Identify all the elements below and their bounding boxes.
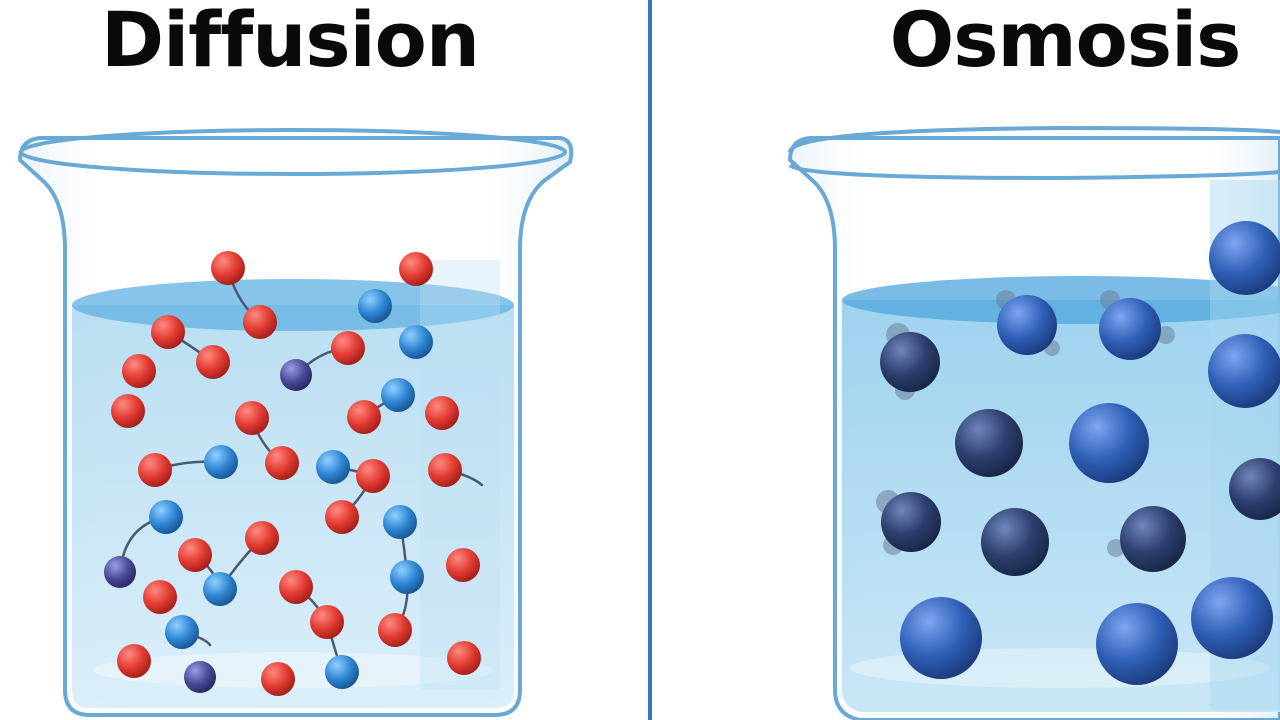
red-particle bbox=[243, 305, 277, 339]
red-particle bbox=[138, 453, 172, 487]
solute-particle bbox=[1120, 506, 1186, 572]
red-particle bbox=[122, 354, 156, 388]
red-particle bbox=[211, 251, 245, 285]
red-particle bbox=[378, 613, 412, 647]
blue-particle bbox=[390, 560, 424, 594]
blue-particle bbox=[165, 615, 199, 649]
diffusion-particles bbox=[104, 251, 481, 696]
red-particle bbox=[151, 315, 185, 349]
solute-particle bbox=[1208, 334, 1280, 408]
beaker-rim bbox=[19, 128, 567, 176]
red-particle bbox=[117, 644, 151, 678]
purple-particle bbox=[104, 556, 136, 588]
diffusion-beaker bbox=[17, 128, 574, 717]
solute-particle bbox=[1229, 458, 1280, 520]
solute-particle bbox=[955, 409, 1023, 477]
osmosis-title: Osmosis bbox=[889, 0, 1242, 84]
red-particle bbox=[399, 252, 433, 286]
solute-particle bbox=[997, 295, 1057, 355]
solute-particle bbox=[1191, 577, 1273, 659]
blue-particle bbox=[149, 500, 183, 534]
solute-particle bbox=[1096, 603, 1178, 685]
solute-particle bbox=[900, 597, 982, 679]
red-particle bbox=[325, 500, 359, 534]
diffusion-title: Diffusion bbox=[101, 0, 480, 84]
purple-particle bbox=[184, 661, 216, 693]
water-surface bbox=[72, 279, 514, 331]
red-particle bbox=[235, 401, 269, 435]
solute-particle bbox=[1099, 298, 1161, 360]
red-particle bbox=[446, 548, 480, 582]
solute-particle bbox=[881, 492, 941, 552]
red-particle bbox=[331, 331, 365, 365]
blue-particle bbox=[325, 655, 359, 689]
red-particle bbox=[245, 521, 279, 555]
red-particle bbox=[428, 453, 462, 487]
blue-particle bbox=[383, 505, 417, 539]
solute-particle bbox=[1209, 221, 1280, 295]
blue-particle bbox=[204, 445, 238, 479]
water-surface bbox=[842, 276, 1280, 324]
red-particle bbox=[265, 446, 299, 480]
red-particle bbox=[178, 538, 212, 572]
purple-particle bbox=[280, 359, 312, 391]
solute-particle bbox=[1069, 403, 1149, 483]
red-particle bbox=[279, 570, 313, 604]
blue-particle bbox=[203, 572, 237, 606]
solute-particle bbox=[981, 508, 1049, 576]
solute-particle bbox=[880, 332, 940, 392]
red-particle bbox=[196, 345, 230, 379]
osmosis-particles bbox=[876, 221, 1280, 685]
red-particle bbox=[447, 641, 481, 675]
blue-particle bbox=[316, 450, 350, 484]
red-particle bbox=[143, 580, 177, 614]
blue-particle bbox=[358, 289, 392, 323]
beaker-rim bbox=[788, 125, 1280, 153]
red-particle bbox=[347, 400, 381, 434]
red-particle bbox=[261, 662, 295, 696]
blue-particle bbox=[399, 325, 433, 359]
blue-particle bbox=[381, 378, 415, 412]
red-particle bbox=[310, 605, 344, 639]
red-particle bbox=[425, 396, 459, 430]
red-particle bbox=[111, 394, 145, 428]
red-particle bbox=[356, 459, 390, 493]
